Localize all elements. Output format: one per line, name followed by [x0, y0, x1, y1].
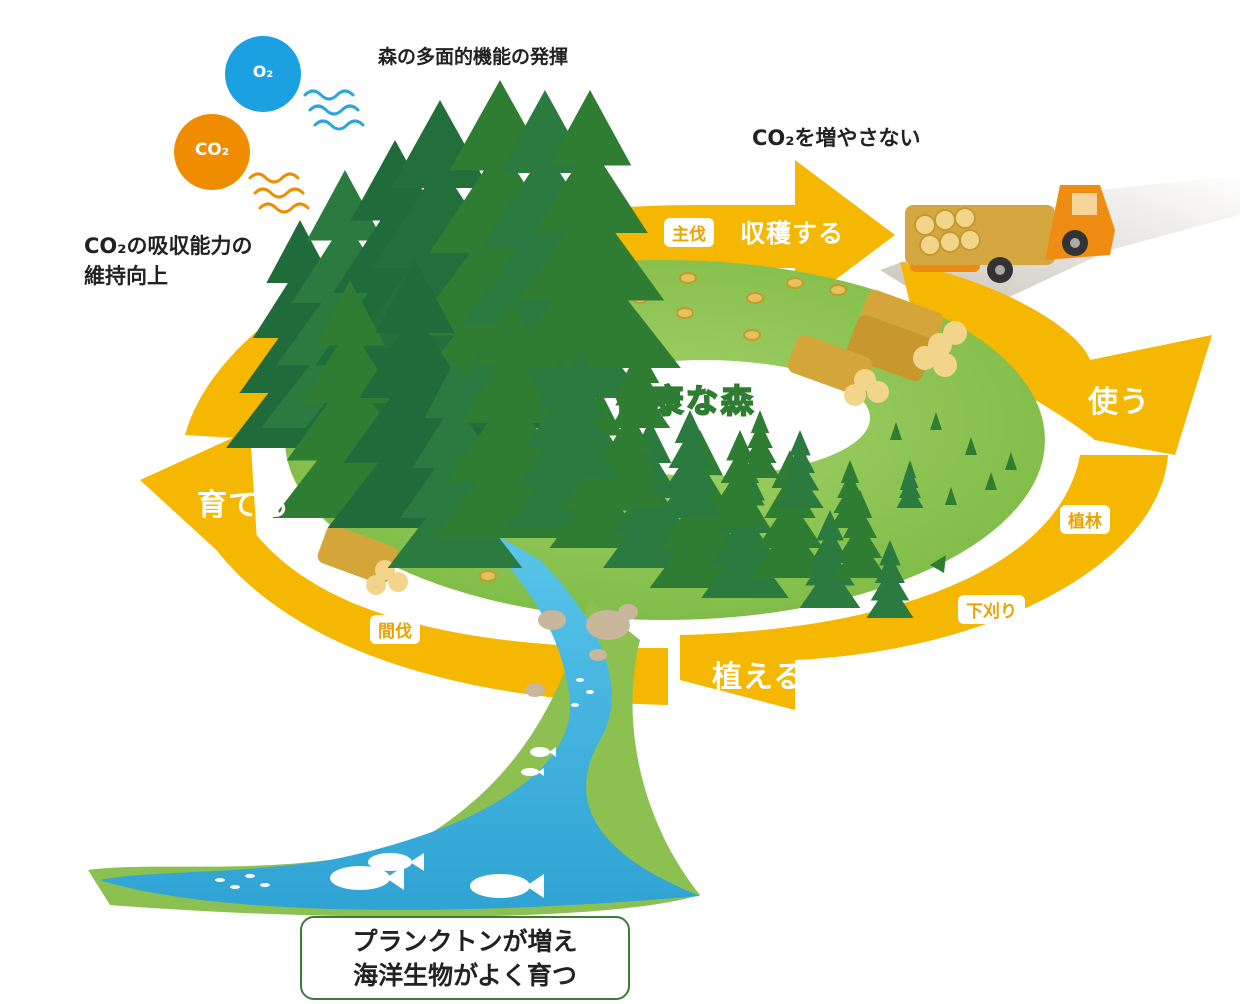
fish-icon: [368, 853, 424, 871]
callout-box: プランクトンが増え 海洋生物がよく育つ: [300, 916, 630, 1000]
conifer-tree: [739, 410, 781, 478]
conifer-tree: [866, 540, 914, 618]
co2-absorb-line2: 維持向上: [84, 264, 168, 288]
conifer-tree: [499, 90, 681, 368]
harvest-label: 収穫する: [740, 219, 845, 248]
forest-function-title: 森の多面的機能の発揮: [378, 46, 569, 68]
healthy-forest-label: 健康な森: [615, 381, 757, 421]
callout-line1: プランクトンが増え: [352, 927, 578, 956]
plant-arrow: [680, 455, 1168, 710]
co2-bubble: [174, 114, 250, 190]
fish-icon: [521, 768, 544, 776]
log-pile-large: [846, 289, 967, 382]
plant-label: 植える: [712, 660, 805, 695]
air-waves: [248, 89, 365, 214]
weeding-tag: 下刈り: [958, 595, 1025, 624]
log-pile-left: [317, 525, 408, 595]
conifer-tree: [539, 350, 621, 478]
conifer-tree: [709, 430, 771, 528]
conifer-tree: [776, 430, 824, 508]
fish-icon: [470, 874, 544, 898]
o2-label: O₂: [252, 62, 274, 81]
o2-bubble: [225, 36, 301, 112]
conifer-tree: [656, 410, 724, 518]
co2-absorb-line1: CO₂の吸収能力の: [84, 234, 253, 258]
grow-arrow-head: [140, 430, 260, 590]
co2-label: CO₂: [194, 140, 230, 160]
fish-school: [215, 678, 594, 889]
conifer-tree: [896, 460, 924, 508]
co2-not-increase-label: CO₂を増やさない: [752, 126, 921, 150]
use-label: 使う: [1088, 385, 1150, 420]
log-pile-center: [787, 334, 889, 406]
fish-icon: [530, 747, 556, 757]
conifer-tree: [829, 460, 871, 528]
grow-label: 育てる: [197, 488, 290, 523]
log-truck: [905, 185, 1115, 283]
thinning-tag: 間伐: [370, 615, 420, 644]
use-arrow: [900, 262, 1212, 455]
planting-tag: 植林: [1060, 505, 1110, 534]
harvest-tag: 主伐: [664, 218, 714, 247]
callout-line2: 海洋生物がよく育つ: [353, 961, 577, 990]
seedlings: [890, 412, 1017, 573]
rocks: [525, 604, 638, 697]
conifer-tree: [609, 330, 671, 428]
fish-icon: [330, 866, 404, 890]
fish-group: [215, 678, 594, 898]
tree-group: [225, 80, 924, 618]
